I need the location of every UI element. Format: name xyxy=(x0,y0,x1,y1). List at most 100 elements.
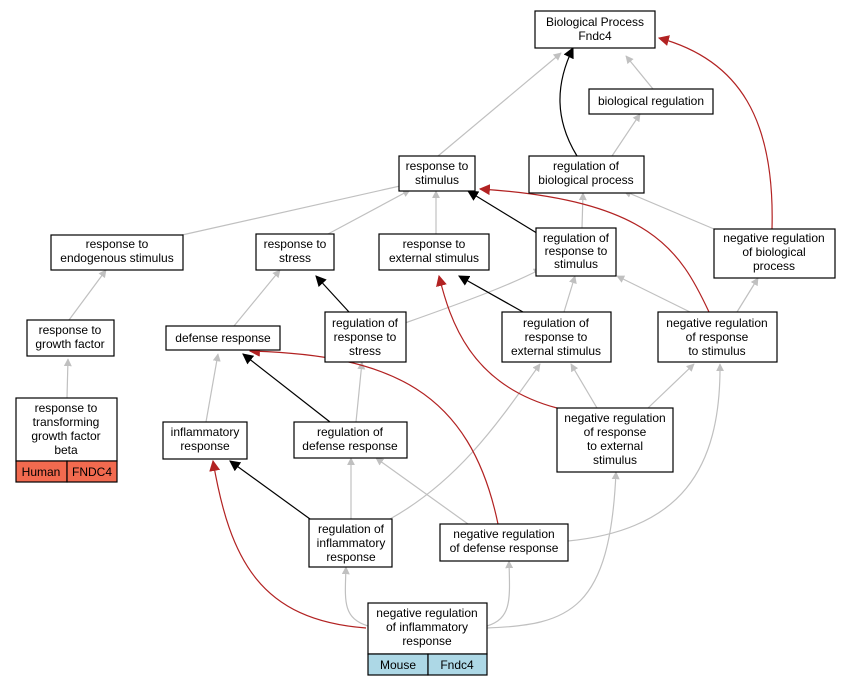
node-biological-process-root[interactable]: Biological Process Fndc4 xyxy=(534,10,656,49)
edge-reg-resp-stim-regulates-response-to-stimulus xyxy=(467,190,541,236)
edge-neg-reg-ext-to-reg-resp-ext xyxy=(570,363,598,409)
node-regulation-of-response-to-external-stimulus[interactable]: regulation of response to external stimu… xyxy=(501,311,612,363)
node-label-line: biological process xyxy=(538,173,633,187)
node-label-line: process xyxy=(753,259,795,273)
edge-reg-inflam-to-reg-resp-ext xyxy=(389,363,541,520)
edge-neg-reg-defense-neg-regulates-defense xyxy=(248,345,499,525)
edge-neg-reg-inflam-neg-regulates-inflammatory xyxy=(209,459,367,629)
node-label-line: response to xyxy=(403,237,466,251)
edge-neg-reg-resp-stim-to-neg-reg-bp xyxy=(736,277,759,313)
edge-reg-bp-regulates-root xyxy=(559,47,578,157)
node-label-line: negative regulation xyxy=(723,231,824,245)
edges xyxy=(63,35,773,629)
edge-neg-reg-defense-to-reg-defense xyxy=(375,457,469,525)
node-label-line: defense response xyxy=(175,331,271,345)
node-label-line: stimulus xyxy=(593,453,637,467)
node-label-line: to stimulus xyxy=(688,344,745,358)
node-label-line: response to xyxy=(86,237,149,251)
edge-reg-resp-ext-to-reg-resp-stim xyxy=(563,275,577,313)
node-label-line: stimulus xyxy=(554,257,598,271)
node-label-line: biological regulation xyxy=(598,94,704,108)
gene-tag-mouse xyxy=(427,653,488,676)
node-label-line: endogenous stimulus xyxy=(60,251,173,265)
edge-inflammatory-to-defense xyxy=(205,353,221,423)
node-inflammatory-response[interactable]: inflammatory response xyxy=(162,421,248,460)
node-label-line: Biological Process xyxy=(546,15,644,29)
edge-neg-reg-inflam-to-reg-inflam xyxy=(341,566,369,627)
node-biological-regulation[interactable]: biological regulation xyxy=(588,88,714,115)
node-label-line: of biological xyxy=(742,245,805,259)
edge-neg-reg-resp-stim-neg-regulates-response-to-stimulus xyxy=(478,184,710,313)
node-label-line: transforming xyxy=(33,415,100,429)
node-response-to-transforming-growth-factor-beta[interactable]: response to transforming growth factor b… xyxy=(15,397,118,483)
edge-neg-reg-defense-to-neg-reg-resp-stim xyxy=(567,363,725,542)
node-regulation-of-response-to-stress[interactable]: regulation of response to stress xyxy=(324,311,407,363)
edge-neg-reg-resp-stim-to-reg-resp-stim xyxy=(616,275,691,313)
node-regulation-of-inflammatory-response[interactable]: regulation of inflammatory response xyxy=(308,518,393,568)
node-regulation-of-defense-response[interactable]: regulation of defense response xyxy=(293,421,408,459)
node-label-line: regulation of xyxy=(543,231,610,245)
node-label-line: response to xyxy=(39,323,102,337)
node-label-line: response to xyxy=(406,159,469,173)
edge-regulation-of-bp-to-biological-regulation xyxy=(611,113,641,157)
node-label-line: response xyxy=(326,550,376,564)
node-label-line: external stimulus xyxy=(511,344,601,358)
node-label-line: regulation of xyxy=(332,316,399,330)
edge-neg-reg-ext-to-neg-reg-resp-stim xyxy=(647,363,695,409)
node-response-to-external-stimulus[interactable]: response to external stimulus xyxy=(378,233,490,271)
edge-reg-resp-ext-regulates-external xyxy=(458,275,524,313)
edge-growth-factor-to-endogenous xyxy=(68,269,107,321)
node-label-line: Fndc4 xyxy=(578,29,612,43)
node-label-line: stress xyxy=(279,251,311,265)
node-label-line: regulation of xyxy=(317,425,384,439)
edge-stress-to-response-to-stimulus xyxy=(327,189,411,235)
node-response-to-stimulus[interactable]: response to stimulus xyxy=(398,155,476,192)
node-label-line: beta xyxy=(54,443,78,457)
edge-response-to-stimulus-to-root xyxy=(437,52,562,157)
edge-biological-regulation-to-root xyxy=(625,55,654,90)
node-label-line: negative regulation xyxy=(376,606,477,620)
gene-label-human: FNDC4 xyxy=(72,465,112,479)
node-negative-regulation-of-response-to-external-stimulus[interactable]: negative regulation of response to exter… xyxy=(556,407,674,473)
node-label-line: regulation of xyxy=(553,159,620,173)
species-label-human: Human xyxy=(22,465,61,479)
edge-neg-reg-bp-to-reg-bp xyxy=(623,190,715,230)
edge-neg-reg-inflam-to-neg-reg-defense xyxy=(486,560,514,627)
node-label-line: to external xyxy=(587,439,643,453)
node-label-line: of defense response xyxy=(450,541,559,555)
node-regulation-of-response-to-stimulus[interactable]: regulation of response to stimulus xyxy=(535,227,617,277)
edge-reg-defense-regulates-defense xyxy=(242,353,331,423)
nodes: Biological Process Fndc4 biological regu… xyxy=(15,10,836,676)
node-label-line: of response xyxy=(584,425,647,439)
node-negative-regulation-of-defense-response[interactable]: negative regulation of defense response xyxy=(439,523,569,562)
node-negative-regulation-of-inflammatory-response[interactable]: negative regulation of inflammatory resp… xyxy=(367,602,488,676)
node-label-line: stimulus xyxy=(415,173,459,187)
edge-reg-inflam-regulates-inflammatory xyxy=(229,460,311,520)
node-label-line: inflammatory xyxy=(317,536,386,550)
node-response-to-stress[interactable]: response to stress xyxy=(255,233,335,271)
node-negative-regulation-of-response-to-stimulus[interactable]: negative regulation of response to stimu… xyxy=(657,311,778,363)
node-label-line: response xyxy=(402,634,452,648)
node-label-line: response to xyxy=(35,401,98,415)
edge-reg-resp-stim-to-reg-bp xyxy=(578,192,587,229)
node-label-line: of response xyxy=(686,330,749,344)
node-label-line: response to xyxy=(545,244,608,258)
node-label-line: growth factor xyxy=(35,337,104,351)
edge-tgf-beta-to-growth-factor xyxy=(63,358,72,399)
node-defense-response[interactable]: defense response xyxy=(165,325,281,351)
edge-reg-resp-stress-to-reg-resp-stim xyxy=(404,268,542,324)
node-response-to-endogenous-stimulus[interactable]: response to endogenous stimulus xyxy=(50,234,184,271)
node-label-line: response xyxy=(180,439,230,453)
node-negative-regulation-of-biological-process[interactable]: negative regulation of biological proces… xyxy=(713,228,836,279)
node-label-line: response to xyxy=(334,330,397,344)
node-response-to-growth-factor[interactable]: response to growth factor xyxy=(26,319,115,357)
node-label-line: of inflammatory xyxy=(386,620,468,634)
edge-neg-reg-ext-neg-regulates-external xyxy=(436,274,558,409)
edge-defense-to-stress xyxy=(233,269,281,327)
node-label-line: negative regulation xyxy=(453,527,554,541)
edge-reg-defense-to-reg-resp-stress xyxy=(355,361,366,423)
node-label-line: negative regulation xyxy=(564,411,665,425)
node-regulation-of-biological-process[interactable]: regulation of biological process xyxy=(528,155,645,194)
edge-neg-reg-inflam-to-neg-reg-ext xyxy=(486,471,620,629)
